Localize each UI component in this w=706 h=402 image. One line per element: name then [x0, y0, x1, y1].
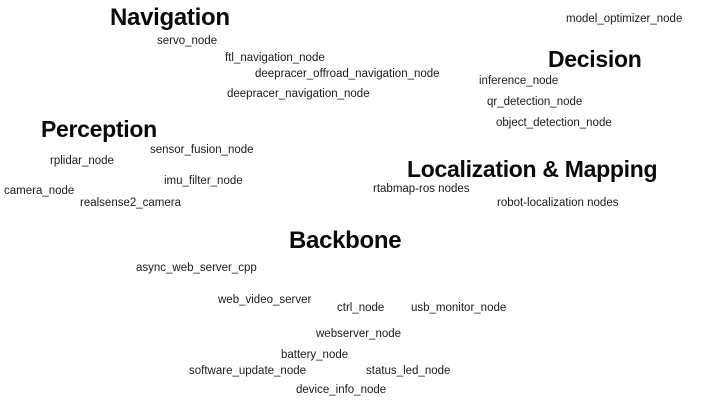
- node-label-usb-monitor-node: usb_monitor_node: [411, 302, 507, 314]
- node-label-async-web-server-cpp: async_web_server_cpp: [136, 262, 257, 274]
- node-label-rtabmap-ros-nodes: rtabmap-ros nodes: [373, 183, 470, 195]
- node-label-ftl-navigation-node: ftl_navigation_node: [225, 52, 325, 64]
- node-label-servo-node: servo_node: [157, 35, 218, 47]
- cluster-title-perception: Perception: [41, 116, 157, 142]
- cluster-title-navigation: Navigation: [110, 4, 230, 31]
- node-label-realsense2-camera: realsense2_camera: [80, 197, 182, 209]
- node-label-deepracer-offroad-navigation-node: deepracer_offroad_navigation_node: [255, 68, 440, 80]
- node-label-robot-localization-nodes: robot-localization nodes: [497, 197, 619, 209]
- cluster-title-backbone: Backbone: [289, 227, 402, 254]
- node-label-inference-node: inference_node: [479, 75, 559, 87]
- cluster-title-decision: Decision: [548, 46, 642, 72]
- node-label-webserver-node: webserver_node: [316, 328, 402, 340]
- node-label-qr-detection-node: qr_detection_node: [487, 96, 583, 108]
- node-label-object-detection-node: object_detection_node: [496, 117, 612, 129]
- node-label-web-video-server: web_video_server: [218, 294, 312, 306]
- cluster-title-localization-and-mapping: Localization & Mapping: [407, 156, 658, 182]
- node-label-status-led-node: status_led_node: [366, 365, 451, 377]
- node-label-deepracer-navigation-node: deepracer_navigation_node: [227, 88, 370, 100]
- node-label-sensor-fusion-node: sensor_fusion_node: [150, 144, 254, 156]
- node-label-model-optimizer-node: model_optimizer_node: [566, 13, 683, 25]
- node-label-battery-node: battery_node: [281, 349, 349, 361]
- node-label-rplidar-node: rplidar_node: [50, 155, 114, 167]
- node-label-device-info-node: device_info_node: [296, 384, 387, 396]
- node-label-ctrl-node: ctrl_node: [337, 302, 385, 314]
- node-label-imu-filter-node: imu_filter_node: [164, 175, 243, 187]
- node-label-software-update-node: software_update_node: [189, 365, 307, 377]
- node-label-camera-node: camera_node: [4, 185, 75, 197]
